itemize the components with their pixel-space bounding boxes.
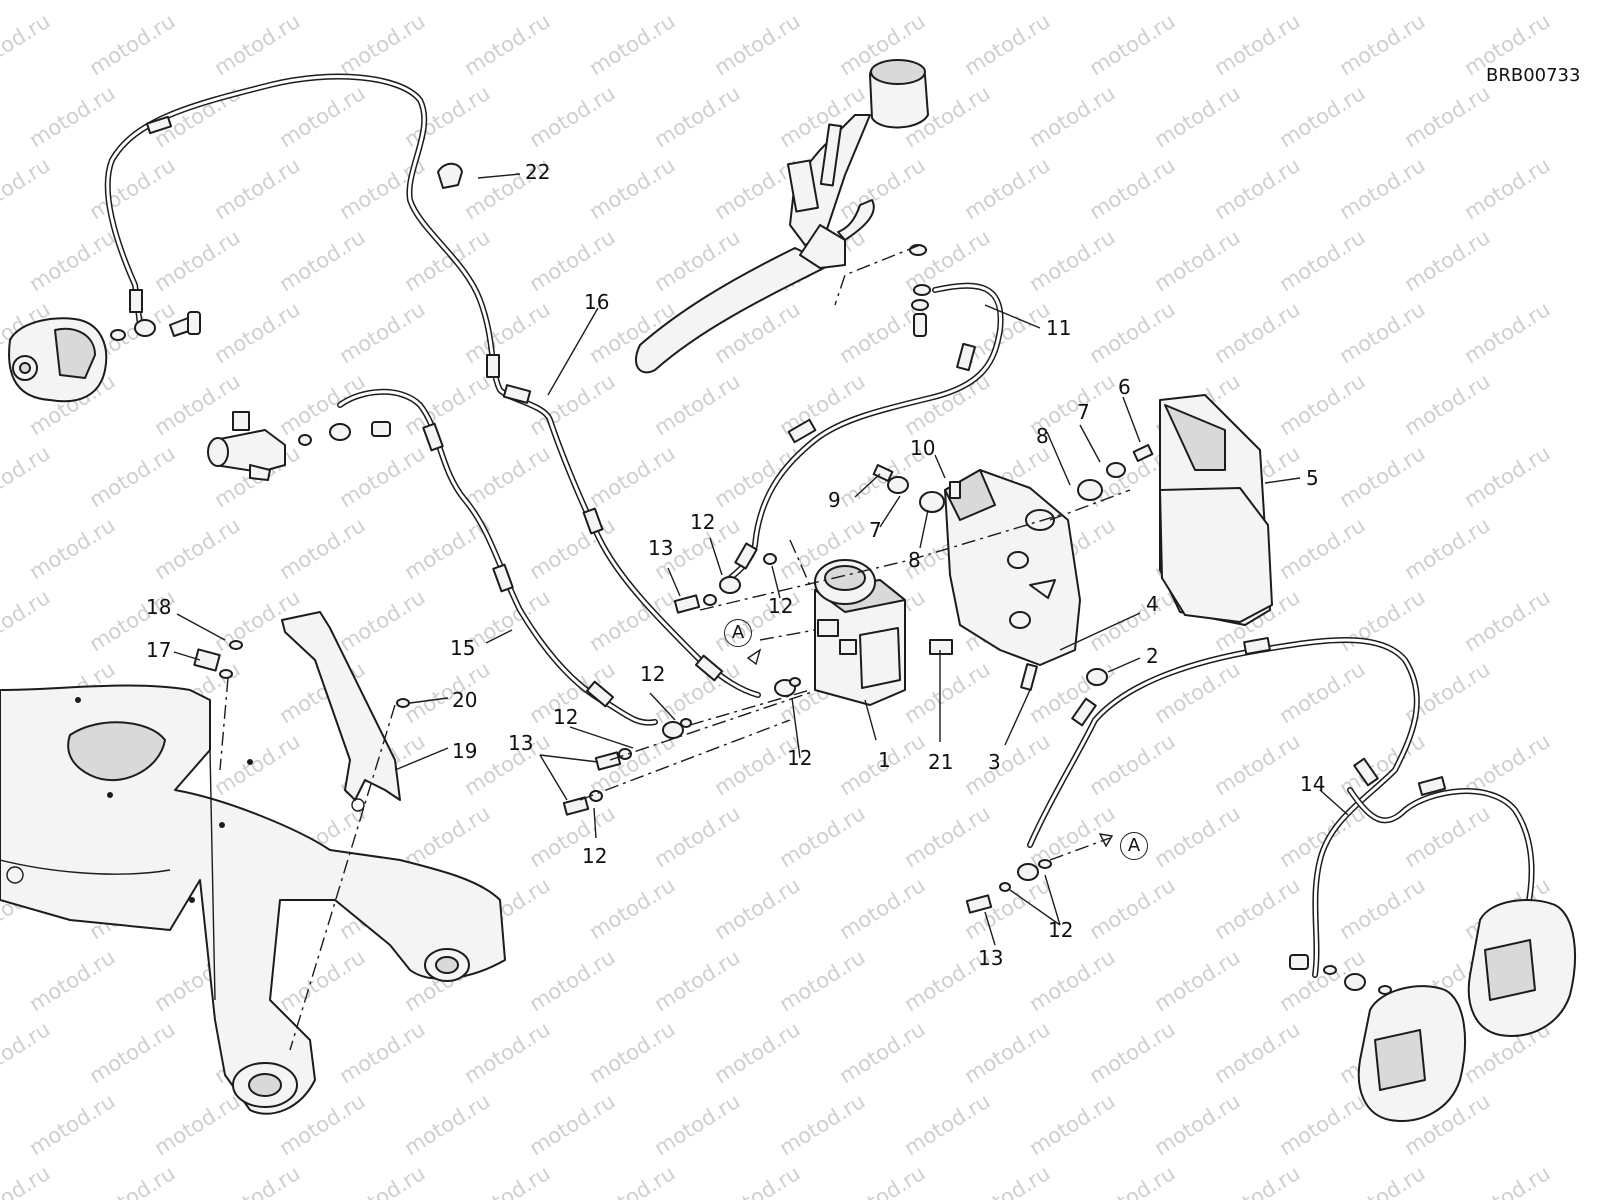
callout-8-right: 8	[1036, 424, 1049, 448]
callout-19: 19	[452, 739, 478, 763]
callout-12-lower: 12	[787, 746, 813, 770]
abs-bracket	[944, 469, 1081, 666]
front-master-cylinder	[635, 59, 931, 374]
callout-7-right: 7	[1077, 400, 1090, 424]
abs-fasteners	[193, 444, 1154, 708]
callout-17: 17	[146, 638, 172, 662]
callout-12-mid: 12	[640, 662, 666, 686]
abs-cover	[1159, 394, 1273, 626]
callout-8-left: 8	[908, 548, 921, 572]
banjo-fittings	[562, 553, 1052, 914]
callout-12-left: 12	[553, 705, 579, 729]
callout-14: 14	[1300, 772, 1326, 796]
callout-13-left: 13	[508, 731, 534, 755]
callout-16: 16	[584, 290, 610, 314]
callout-12-front: 12	[1048, 918, 1074, 942]
callout-21: 21	[928, 750, 954, 774]
hose-bracket-19	[281, 611, 401, 812]
assembly-lines	[219, 244, 1131, 1051]
callout-4: 4	[1146, 592, 1159, 616]
connection-marker-a-right: A	[1120, 832, 1148, 860]
hose-clip-22	[437, 162, 463, 189]
callout-12-top: 12	[690, 510, 716, 534]
callout-3: 3	[988, 750, 1001, 774]
abs-control-unit	[814, 559, 906, 706]
callout-9: 9	[828, 488, 841, 512]
callout-15: 15	[450, 636, 476, 660]
callout-12-bottom: 12	[582, 844, 608, 868]
callout-13-front: 13	[978, 946, 1004, 970]
callout-6: 6	[1118, 375, 1131, 399]
callout-7-left: 7	[869, 518, 882, 542]
connection-marker-a-left: A	[724, 619, 752, 647]
rear-master-cylinder	[207, 411, 391, 481]
leader-lines	[173, 173, 1349, 946]
swingarm	[0, 684, 506, 1115]
callout-2: 2	[1146, 644, 1159, 668]
brake-hoses	[104, 73, 1535, 978]
callout-22: 22	[525, 160, 551, 184]
callout-12-upper-mid: 12	[768, 594, 794, 618]
callout-10: 10	[910, 436, 936, 460]
callout-20: 20	[452, 688, 478, 712]
rear-caliper	[8, 311, 201, 403]
callout-13-top: 13	[648, 536, 674, 560]
drawing-code: BRB00733	[1486, 65, 1581, 86]
callout-1: 1	[878, 748, 891, 772]
callout-11: 11	[1046, 316, 1072, 340]
callout-18: 18	[146, 595, 172, 619]
front-calipers	[1289, 899, 1576, 1122]
callout-5: 5	[1306, 466, 1319, 490]
